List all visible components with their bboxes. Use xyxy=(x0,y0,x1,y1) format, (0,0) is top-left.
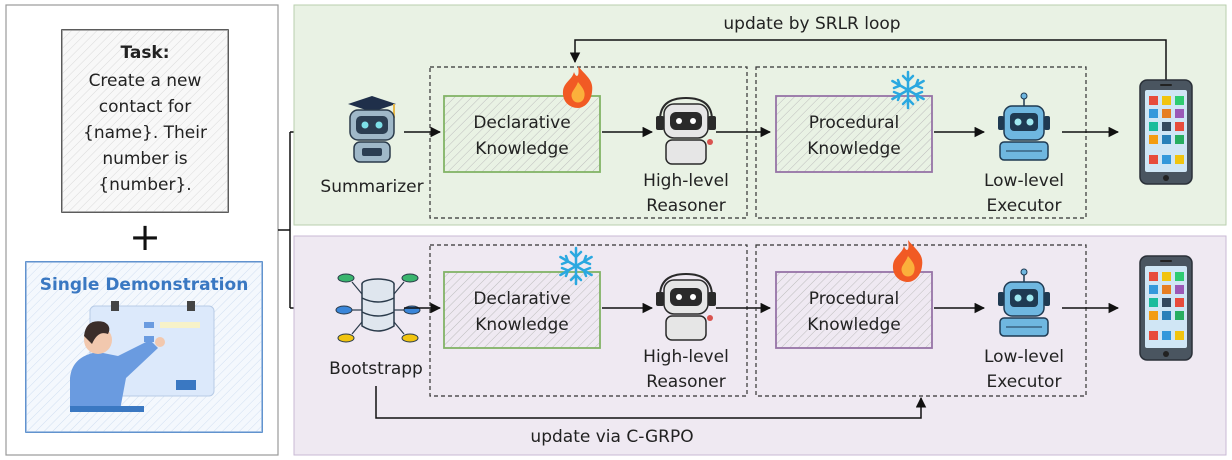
top-procedural-line-1: Procedural xyxy=(809,113,899,133)
bottom-reasoner-line-2: Reasoner xyxy=(646,372,725,392)
task-line-3: {name}. Their xyxy=(83,123,207,143)
top-executor-robot-icon xyxy=(998,92,1050,161)
snowflake-icon xyxy=(559,246,593,286)
presenter-illustration xyxy=(70,301,215,412)
bottom-declarative-box: Declarative Knowledge xyxy=(443,271,601,349)
summarizer-robot-icon xyxy=(348,96,396,163)
demonstration-card: Single Demonstration xyxy=(25,261,263,433)
bottom-procedural-line-2: Knowledge xyxy=(807,315,900,335)
bottom-declarative-line-2: Knowledge xyxy=(475,315,568,335)
bottom-executor-line-1: Low-level xyxy=(984,347,1064,367)
fire-icon xyxy=(562,66,593,108)
top-reasoner-line-2: Reasoner xyxy=(646,196,725,216)
top-phone-icon xyxy=(1139,79,1193,185)
top-loop-arrow xyxy=(569,39,1167,80)
cgrpo-update-label: update via C-GRPO xyxy=(530,427,693,447)
task-title: Task: xyxy=(120,43,169,63)
top-procedural-line-2: Knowledge xyxy=(807,139,900,159)
bottom-phone-icon xyxy=(1139,255,1193,361)
bootstrapper-label: Bootstrapp xyxy=(329,359,423,379)
loop-label: update by SRLR loop xyxy=(723,14,900,34)
bottom-reasoner-robot-icon xyxy=(656,272,716,341)
bottom-reasoner-group xyxy=(429,244,748,397)
top-executor-line-2: Executor xyxy=(987,196,1062,216)
top-declarative-line-2: Knowledge xyxy=(475,139,568,159)
bottom-reasoner-line-1: High-level xyxy=(643,347,729,367)
bottom-declarative-line-1: Declarative xyxy=(473,289,570,309)
bottom-procedural-line-1: Procedural xyxy=(809,289,899,309)
task-line-1: Create a new xyxy=(89,71,202,91)
bottom-executor-robot-icon xyxy=(998,268,1050,337)
fire-icon xyxy=(892,240,923,282)
snowflake-icon xyxy=(891,70,925,110)
task-line-2: contact for xyxy=(99,97,191,117)
bottom-procedural-box: Procedural Knowledge xyxy=(775,271,933,349)
summarizer-label: Summarizer xyxy=(320,177,423,197)
top-declarative-line-1: Declarative xyxy=(473,113,570,133)
top-reasoner-line-1: High-level xyxy=(643,171,729,191)
plus-sign: + xyxy=(129,215,161,259)
top-reasoner-robot-icon xyxy=(656,96,716,165)
task-line-5: {number}. xyxy=(98,175,191,195)
bottom-executor-group xyxy=(755,244,1087,397)
task-card: Task: Create a new contact for {name}. T… xyxy=(61,29,229,213)
top-executor-line-1: Low-level xyxy=(984,171,1064,191)
demonstration-title: Single Demonstration xyxy=(40,275,249,295)
top-reasoner-group xyxy=(429,66,748,219)
top-declarative-box: Declarative Knowledge xyxy=(443,95,601,173)
cgrpo-update-arrow xyxy=(375,386,927,419)
top-executor-group xyxy=(755,66,1087,219)
task-line-4: number is xyxy=(102,149,187,169)
top-procedural-box: Procedural Knowledge xyxy=(775,95,933,173)
bottom-executor-line-2: Executor xyxy=(987,372,1062,392)
